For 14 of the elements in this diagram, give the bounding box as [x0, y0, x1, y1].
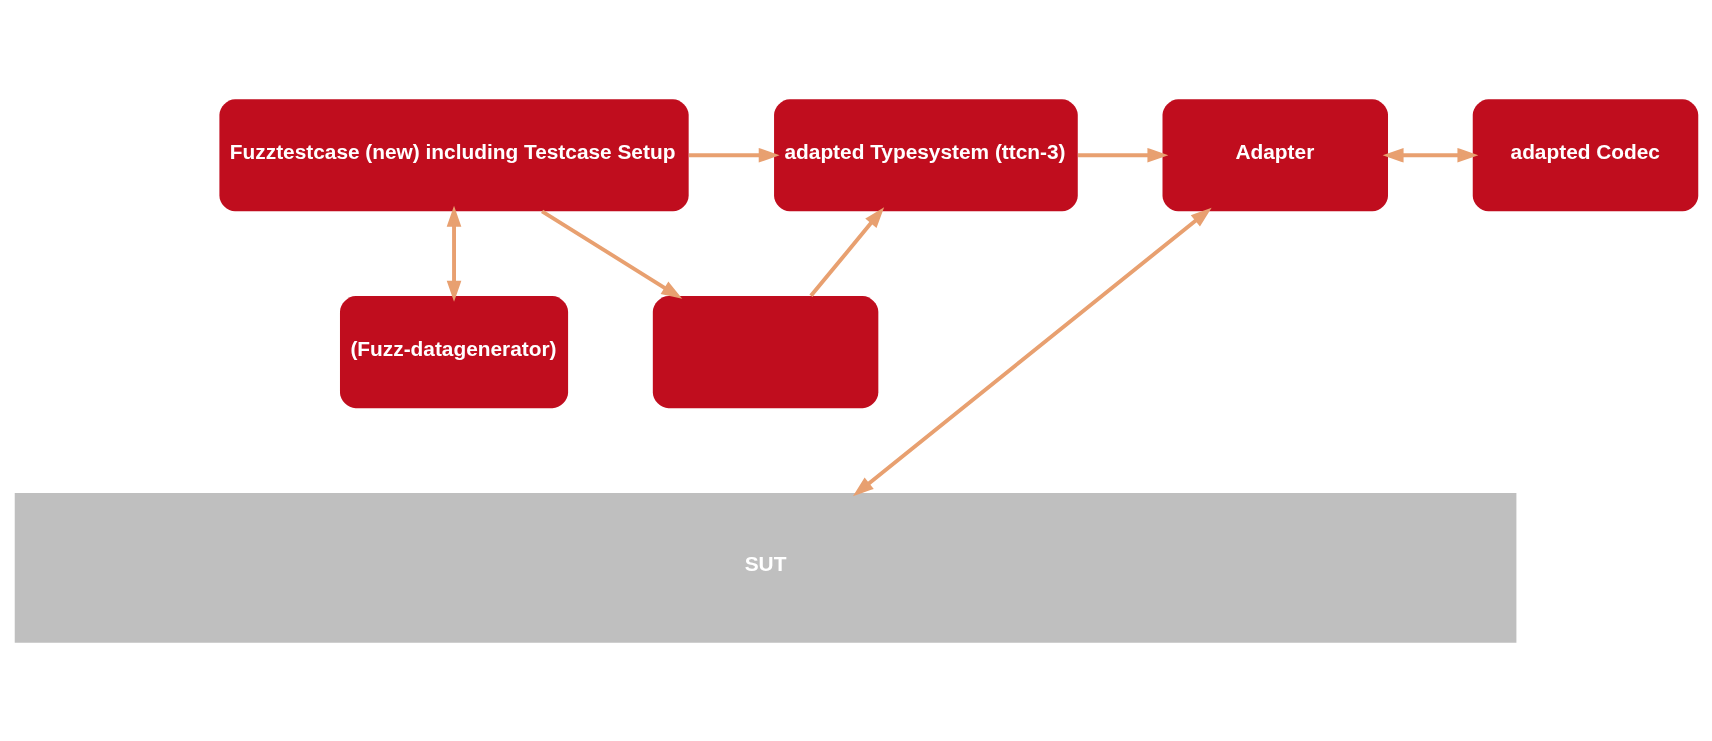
node-box: [652, 295, 878, 408]
arrow: [540, 209, 682, 299]
arrow: [808, 206, 884, 297]
node-box: Fuzztestcase (new) including Testcase Setup: [218, 98, 689, 211]
node-box: adapted Typesystem (ttcn-3): [773, 98, 1078, 211]
node-box: Adapter: [1162, 98, 1388, 211]
node-box: adapted Codec: [1472, 98, 1698, 211]
arrow: [446, 205, 461, 302]
arrow: [1382, 147, 1478, 163]
node-box: SUT: [14, 492, 1516, 643]
arrow: [1077, 147, 1168, 163]
node-box: (Fuzz-datagenerator): [339, 295, 568, 408]
arrow: [688, 147, 780, 163]
arrow: [852, 207, 1212, 496]
